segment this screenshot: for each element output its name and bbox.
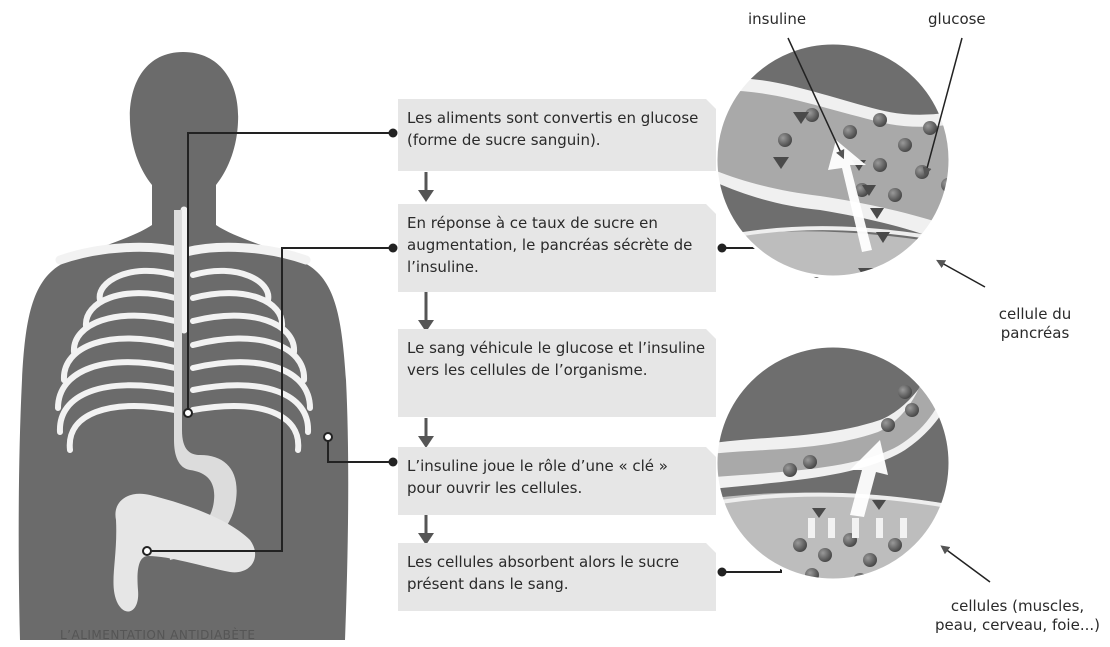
pancreas-circle-illustration (700, 30, 997, 300)
cells-circle-illustration (700, 340, 980, 600)
label-cells-line1: cellules (muscles, (925, 597, 1110, 616)
label-cells-line2: peau, cerveau, foie...) (925, 616, 1110, 635)
step-text-4: L’insuline joue le rôle d’une « clé » po… (407, 457, 668, 497)
step-box-5: Les cellules absorbent alors le sucre pr… (398, 543, 716, 611)
label-pancreas-cell: cellule du pancréas (960, 305, 1110, 343)
step-box-1: Les aliments sont convertis en glucose (… (398, 99, 716, 171)
step-box-4: L’insuline joue le rôle d’une « clé » po… (398, 447, 716, 515)
step-text-3: Le sang véhicule le glucose et l’insulin… (407, 339, 705, 379)
step-text-2: En réponse à ce taux de sucre en augment… (407, 214, 692, 276)
step-box-2: En réponse à ce taux de sucre en augment… (398, 204, 716, 292)
step-box-3: Le sang véhicule le glucose et l’insulin… (398, 329, 716, 417)
label-cells: cellules (muscles, peau, cerveau, foie..… (925, 597, 1110, 635)
step-text-1: Les aliments sont convertis en glucose (… (407, 109, 698, 149)
label-pancreas-cell-line2: pancréas (960, 324, 1110, 343)
label-glucose: glucose (928, 10, 986, 29)
footer-caption: L’ALIMENTATION ANTIDIABÈTE (60, 628, 255, 642)
label-insuline: insuline (748, 10, 806, 29)
step-text-5: Les cellules absorbent alors le sucre pr… (407, 553, 679, 593)
label-pancreas-cell-line1: cellule du (960, 305, 1110, 324)
